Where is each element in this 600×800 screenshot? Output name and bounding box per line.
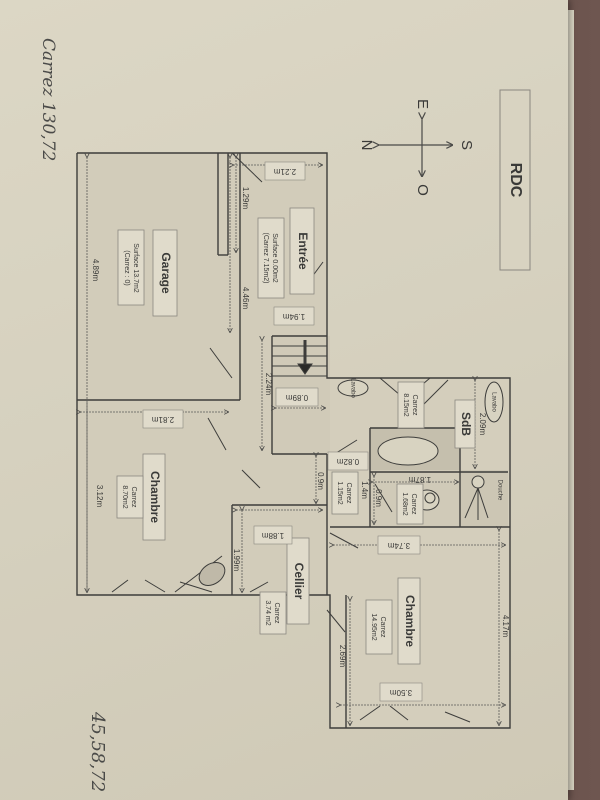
svg-text:Chambre: Chambre	[148, 471, 162, 523]
svg-text:Garage: Garage	[159, 252, 173, 294]
svg-text:1.94m: 1.94m	[283, 312, 306, 321]
room-labels: Entrée Surface 0.00m2 (Carrez 7.15m2) Ga…	[116, 207, 476, 665]
svg-text:Carrez: Carrez	[411, 394, 418, 416]
svg-text:Carrez: Carrez	[130, 486, 137, 508]
room-chambre-1: Chambre Carrez 8.70m2	[116, 453, 166, 541]
svg-text:Carrez: Carrez	[410, 493, 417, 515]
svg-text:1.88m: 1.88m	[262, 531, 285, 540]
area-sdb-carrez: Carrez 8.15m2	[397, 381, 425, 429]
svg-text:8.15m2: 8.15m2	[402, 393, 409, 416]
lavabo-1-icon	[337, 379, 369, 397]
fixtures: Lavabo Lavabo Douche	[198, 378, 504, 586]
svg-text:4.46m: 4.46m	[241, 287, 250, 310]
dimension-labels: 2.21m 1.29m 4.46m 1.94m 4.89m 2.81m 3.12…	[91, 161, 510, 702]
svg-text:Cellier: Cellier	[292, 563, 306, 600]
svg-text:0.89m: 0.89m	[286, 393, 309, 402]
svg-text:(Carrez : 0): (Carrez : 0)	[123, 250, 130, 285]
svg-text:2.24m: 2.24m	[264, 373, 273, 396]
svg-text:N: N	[358, 140, 375, 151]
svg-text:Chambre: Chambre	[403, 595, 417, 647]
svg-text:Carrez: Carrez	[379, 616, 386, 638]
room-cellier: Cellier Carrez 3.74 m2	[259, 537, 310, 635]
svg-text:0.9m: 0.9m	[374, 489, 383, 507]
svg-text:2.69m: 2.69m	[338, 645, 347, 668]
svg-text:Douche: Douche	[496, 480, 502, 501]
svg-text:Surface 13.7m2: Surface 13.7m2	[132, 243, 139, 293]
svg-text:2.09m: 2.09m	[478, 413, 487, 436]
svg-text:4.89m: 4.89m	[91, 259, 100, 282]
title-rdc: RDC	[507, 163, 524, 198]
svg-text:1.87m: 1.87m	[409, 475, 432, 484]
svg-text:Entrée: Entrée	[296, 232, 310, 270]
shower-head-icon	[471, 475, 485, 489]
sink-oval-icon	[198, 562, 226, 586]
svg-text:1.68m2: 1.68m2	[401, 492, 408, 515]
svg-text:4.17m: 4.17m	[501, 615, 510, 638]
lavabo-2-icon	[484, 381, 504, 423]
svg-text:1.99m: 1.99m	[232, 549, 241, 572]
svg-text:Surface 0.00m2: Surface 0.00m2	[271, 233, 278, 283]
room-sdb: SdB	[454, 399, 476, 449]
svg-text:Lavabo: Lavabo	[490, 392, 496, 412]
door-swings	[111, 152, 471, 723]
svg-text:Carrez: Carrez	[273, 602, 280, 624]
svg-text:2.81m: 2.81m	[152, 415, 175, 424]
svg-text:8.70m2: 8.70m2	[121, 485, 128, 508]
area-wc-carrez: Carrez 1.68m2	[396, 483, 424, 525]
bathtub-icon	[377, 436, 439, 466]
compass-icon: E S O N	[358, 99, 475, 196]
svg-text:3.50m: 3.50m	[390, 688, 413, 697]
room-garage: Garage Surface 13.7m2 (Carrez : 0)	[117, 229, 178, 317]
title-box: RDC	[499, 89, 531, 271]
svg-text:0.82m: 0.82m	[337, 457, 360, 466]
room-chambre-2: Chambre Carrez 14.95m2	[365, 577, 421, 665]
svg-text:E: E	[414, 99, 431, 109]
svg-text:Lavabo: Lavabo	[349, 378, 355, 398]
area-hall-carrez: Carrez 1.15m2	[331, 471, 359, 515]
svg-text:Carrez: Carrez	[345, 482, 352, 504]
svg-text:14.95m2: 14.95m2	[370, 613, 377, 640]
svg-text:1.4m: 1.4m	[360, 481, 369, 499]
svg-text:0.9m: 0.9m	[316, 472, 325, 490]
svg-text:S: S	[458, 140, 475, 150]
svg-text:3.74m: 3.74m	[388, 541, 411, 550]
svg-text:3.74 m2: 3.74 m2	[264, 600, 271, 625]
stairs	[272, 340, 327, 377]
svg-text:1.15m2: 1.15m2	[336, 481, 343, 504]
svg-text:3.12m: 3.12m	[95, 485, 104, 508]
svg-text:2.21m: 2.21m	[274, 167, 297, 176]
svg-text:O: O	[414, 184, 431, 196]
svg-text:(Carrez 7.15m2): (Carrez 7.15m2)	[262, 233, 269, 284]
svg-text:SdB: SdB	[459, 412, 473, 436]
room-entree: Entrée Surface 0.00m2 (Carrez 7.15m2)	[257, 207, 315, 299]
svg-text:1.29m: 1.29m	[241, 187, 250, 210]
